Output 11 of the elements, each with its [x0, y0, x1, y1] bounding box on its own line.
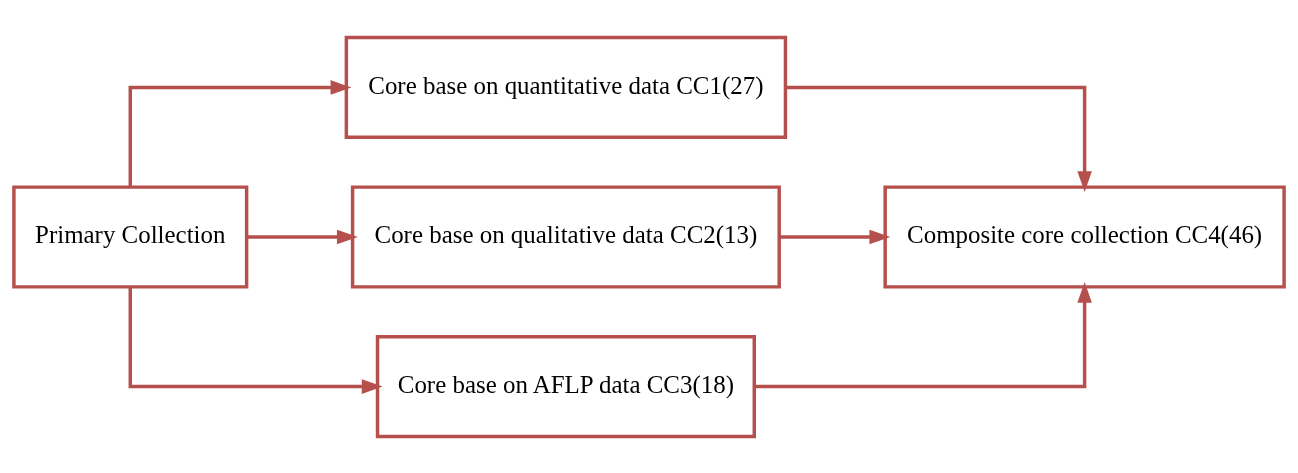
- arrow: [128, 286, 383, 394]
- node-box: Primary Collection: [12, 184, 249, 289]
- arrow: [785, 85, 1092, 192]
- arrow: [128, 79, 352, 187]
- arrow: [754, 281, 1092, 388]
- arrow: [247, 229, 358, 244]
- node-box: Core base on quantitative data CC1(27): [344, 35, 788, 139]
- arrow: [779, 229, 891, 244]
- node-box: Core base on qualitative data CC2(13): [350, 184, 781, 289]
- node-box: Composite core collection CC4(46): [883, 184, 1286, 289]
- node-box: Core base on AFLP data CC3(18): [375, 334, 756, 438]
